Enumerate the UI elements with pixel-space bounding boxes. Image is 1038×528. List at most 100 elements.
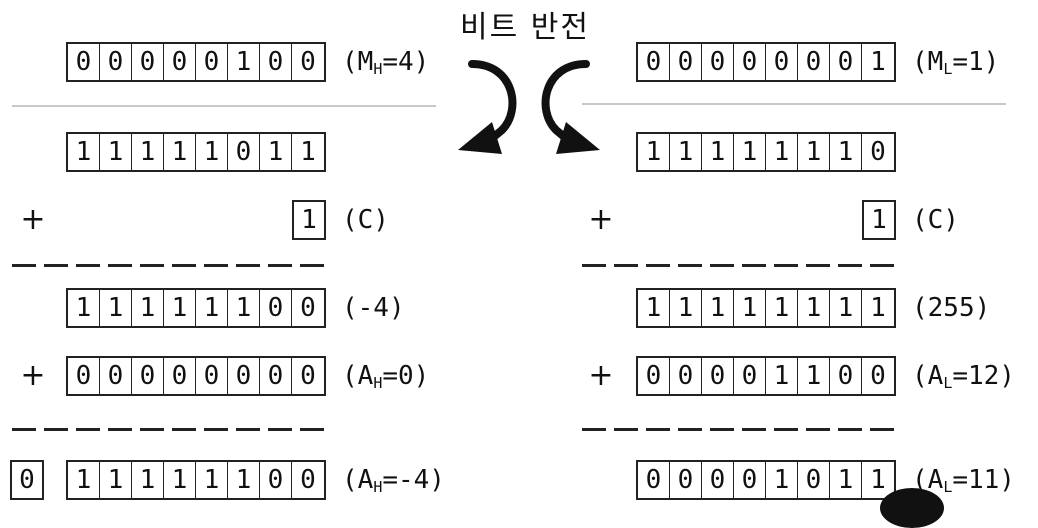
right-a-label: (AL=12) (912, 361, 1015, 392)
bit-cell: 1 (228, 462, 260, 498)
left-plus-sign-2: + (20, 358, 46, 393)
bit-cell: 0 (300, 361, 316, 391)
bit-cell: 1 (798, 358, 830, 394)
bit-cell: 0 (260, 290, 292, 326)
right-separator (582, 103, 1006, 105)
right-plus-sign-2: + (588, 358, 614, 393)
bit-cell: 1 (100, 134, 132, 170)
bit-cell: 1 (68, 462, 100, 498)
bit-cell: 1 (830, 134, 862, 170)
bit-cell: 1 (100, 290, 132, 326)
bit-cell: 0 (734, 44, 766, 80)
right-result-label: (AL=11) (912, 465, 1015, 496)
bit-cell: 0 (702, 358, 734, 394)
bit-cell: 1 (638, 290, 670, 326)
bit-cell: 1 (830, 462, 862, 498)
bit-cell: 1 (228, 290, 260, 326)
bit-cell: 0 (68, 358, 100, 394)
left-neg-label: (-4) (342, 293, 405, 323)
right-neg-label: (255) (912, 293, 991, 323)
left-result-label: (AH=-4) (342, 465, 445, 496)
bit-cell: 1 (68, 290, 100, 326)
bit-cell: 1 (164, 290, 196, 326)
bit-cell: 1 (670, 290, 702, 326)
left-result-carry-bit: 0 (10, 460, 44, 500)
bit-cell: 1 (132, 462, 164, 498)
bit-cell: 0 (100, 358, 132, 394)
left-a-label: (AH=0) (342, 361, 430, 392)
bit-cell: 0 (766, 44, 798, 80)
right-carry-bit: 1 (862, 200, 896, 240)
bit-cell: 1 (196, 290, 228, 326)
bit-cell: 0 (670, 462, 702, 498)
bit-cell: 0 (702, 44, 734, 80)
bit-cell: 0 (638, 44, 670, 80)
bit-cell: 0 (670, 358, 702, 394)
bit-cell: 0 (300, 465, 316, 495)
bit-cell: 1 (766, 462, 798, 498)
left-m-label: (MH=4) (342, 47, 430, 78)
curved-arrow-left-icon (458, 60, 517, 154)
bit-cell: 1 (870, 465, 886, 495)
bit-cell: 0 (734, 462, 766, 498)
bit-cell: 1 (300, 137, 316, 167)
bit-cell: 0 (870, 137, 886, 167)
bit-cell: 1 (798, 290, 830, 326)
left-sum-divider-2 (12, 428, 328, 431)
bit-cell: 0 (164, 358, 196, 394)
bit-cell: 1 (164, 134, 196, 170)
bit-cell: 1 (734, 290, 766, 326)
bit-cell: 0 (734, 358, 766, 394)
bit-cell: 1 (100, 462, 132, 498)
bit-cell: 1 (68, 134, 100, 170)
bit-cell: 0 (260, 44, 292, 80)
bit-cell: 0 (68, 44, 100, 80)
bit-cell: 0 (830, 44, 862, 80)
bit-cell: 1 (766, 358, 798, 394)
bit-cell: 0 (702, 462, 734, 498)
right-plus-sign-1: + (588, 202, 614, 237)
bit-cell: 1 (734, 134, 766, 170)
left-sum-divider-1 (12, 264, 328, 267)
diagram-title: 비트 반전 (460, 10, 590, 45)
bit-cell: 0 (100, 44, 132, 80)
bit-cell: 1 (196, 462, 228, 498)
bit-cell: 0 (196, 44, 228, 80)
bit-cell: 1 (228, 44, 260, 80)
bit-cell: 0 (228, 134, 260, 170)
bit-cell: 1 (164, 462, 196, 498)
presenter-head-partial (880, 488, 944, 528)
bit-cell: 1 (132, 134, 164, 170)
bit-cell: 1 (766, 134, 798, 170)
bit-cell: 1 (870, 293, 886, 323)
bit-cell: 0 (870, 361, 886, 391)
bit-cell: 0 (830, 358, 862, 394)
bit-cell: 0 (798, 44, 830, 80)
bit-cell: 0 (300, 293, 316, 323)
bit-cell: 0 (260, 358, 292, 394)
right-sum-divider-1 (582, 264, 898, 267)
bit-cell: 1 (132, 290, 164, 326)
bit-cell: 0 (132, 358, 164, 394)
bit-cell: 0 (638, 358, 670, 394)
bit-cell: 0 (164, 44, 196, 80)
bit-cell: 1 (830, 290, 862, 326)
bit-cell: 1 (766, 290, 798, 326)
left-carry-bit: 1 (292, 200, 326, 240)
left-plus-sign-1: + (20, 202, 46, 237)
bit-cell: 0 (132, 44, 164, 80)
bit-cell: 0 (798, 462, 830, 498)
bit-cell: 1 (670, 134, 702, 170)
bit-cell: 0 (300, 47, 316, 77)
bit-cell: 0 (196, 358, 228, 394)
left-carry-label: (C) (342, 205, 389, 235)
bit-cell: 1 (702, 134, 734, 170)
